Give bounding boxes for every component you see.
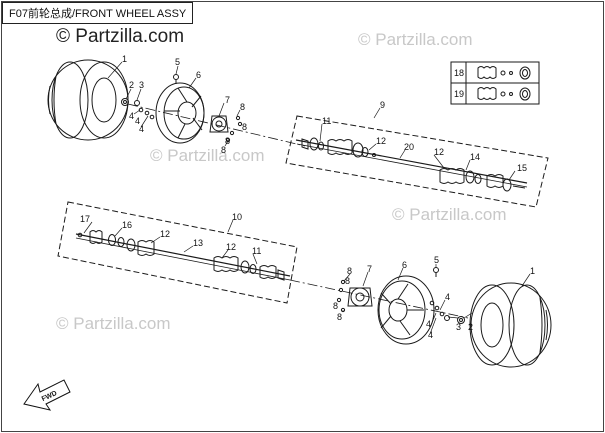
callout-11-right: 11: [322, 116, 331, 126]
rim-top-left: [155, 82, 205, 144]
legend-18: 18: [454, 68, 464, 78]
assy-box-9: [285, 115, 549, 208]
callout-12-left-a: 12: [160, 229, 170, 239]
callout-4-bottom-b: 4: [426, 319, 431, 329]
callout-8-bottom-c: 8: [333, 301, 338, 311]
tire-bottom-right: [469, 282, 552, 368]
callout-8-bottom-d: 8: [337, 312, 342, 322]
callout-8-top-a: 8: [240, 102, 245, 112]
callout-4-top-c: 4: [139, 124, 144, 134]
small-parts-top-left: [121, 74, 243, 143]
callout-12-left-b: 12: [226, 242, 236, 252]
legend-box: [450, 61, 540, 105]
axle-9: [295, 137, 528, 192]
small-parts-bottom-right: [429, 267, 465, 324]
callout-16: 16: [122, 220, 132, 230]
callout-20: 20: [404, 142, 414, 152]
hub-top-left: [209, 115, 229, 133]
callout-7-top: 7: [225, 95, 230, 105]
callout-3-bottom: 3: [456, 322, 461, 332]
callout-11-left: 11: [252, 246, 261, 256]
callout-10: 10: [232, 212, 242, 222]
callout-15: 15: [517, 163, 527, 173]
callout-12-right-b: 12: [434, 147, 444, 157]
callout-4-top-b: 4: [135, 116, 140, 126]
callout-6-bottom: 6: [402, 260, 407, 270]
fwd-arrow: FWD: [23, 379, 71, 411]
callout-3-top: 3: [139, 80, 144, 90]
callout-5-bottom: 5: [434, 255, 439, 265]
centerline-top: [127, 103, 306, 147]
callout-12-right-a: 12: [376, 136, 386, 146]
callout-6-top: 6: [196, 70, 201, 80]
callout-2-bottom: 2: [468, 322, 473, 332]
callout-5-top: 5: [175, 57, 180, 67]
callout-7-bottom: 7: [367, 264, 372, 274]
callout-9: 9: [380, 100, 385, 110]
callout-2-top: 2: [129, 80, 134, 90]
diagram-title: F07前轮总成/FRONT WHEEL ASSY: [2, 2, 194, 24]
callout-14: 14: [470, 152, 480, 162]
callout-1-bottom: 1: [530, 266, 535, 276]
callout-13: 13: [193, 238, 203, 248]
tire-top-left: [47, 59, 129, 141]
callout-8-top-d: 8: [221, 145, 226, 155]
callout-4-top-a: 4: [129, 111, 134, 121]
assy-box-10: [57, 201, 298, 304]
axle-10: [75, 230, 291, 281]
leader-lines: [83, 61, 531, 335]
callout-8-bottom-b: 8: [345, 276, 350, 286]
callout-4-bottom-a: 4: [445, 292, 450, 302]
legend-19: 19: [454, 89, 464, 99]
rim-bottom-right: [377, 275, 435, 345]
callout-8-top-c: 8: [225, 136, 230, 146]
callout-17: 17: [80, 214, 90, 224]
callout-1-top: 1: [122, 54, 127, 64]
callout-8-top-b: 8: [242, 122, 247, 132]
callout-4-bottom-c: 4: [428, 330, 433, 340]
callout-numbers: 1 2 3 4 4 4 5 6 7 8 8 8 8 9 11 12 20 12 …: [80, 54, 535, 340]
callout-8-bottom-a: 8: [347, 266, 352, 276]
